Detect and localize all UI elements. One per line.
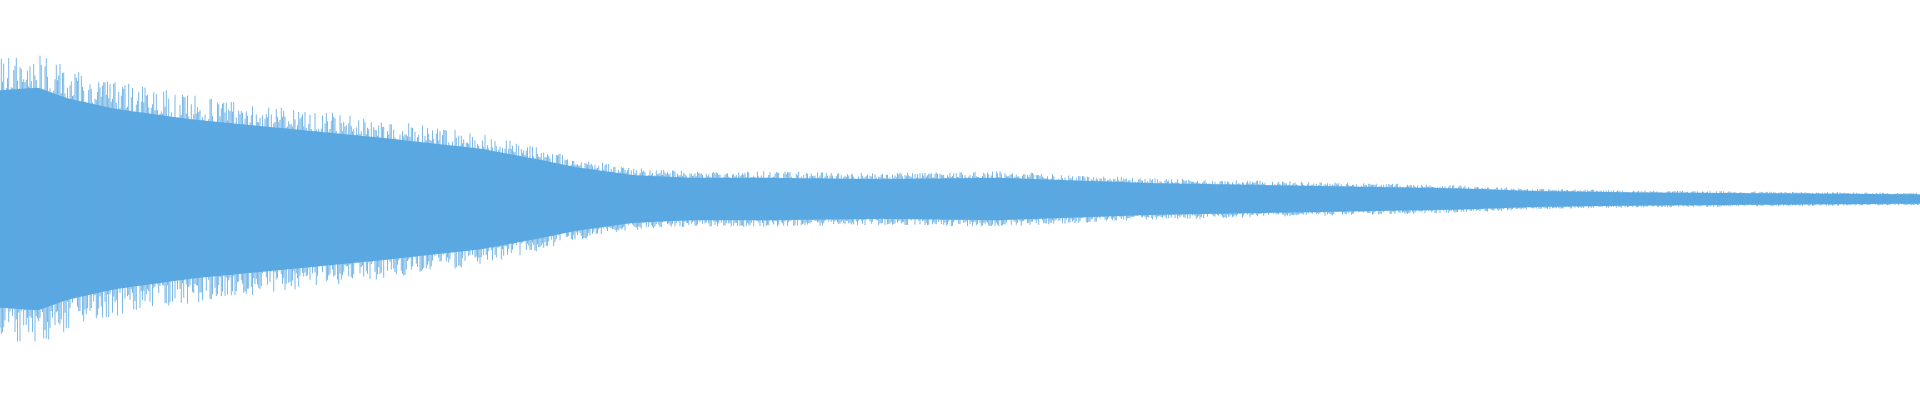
waveform-peaks bbox=[0, 55, 1920, 342]
waveform-samples bbox=[0, 55, 1920, 342]
